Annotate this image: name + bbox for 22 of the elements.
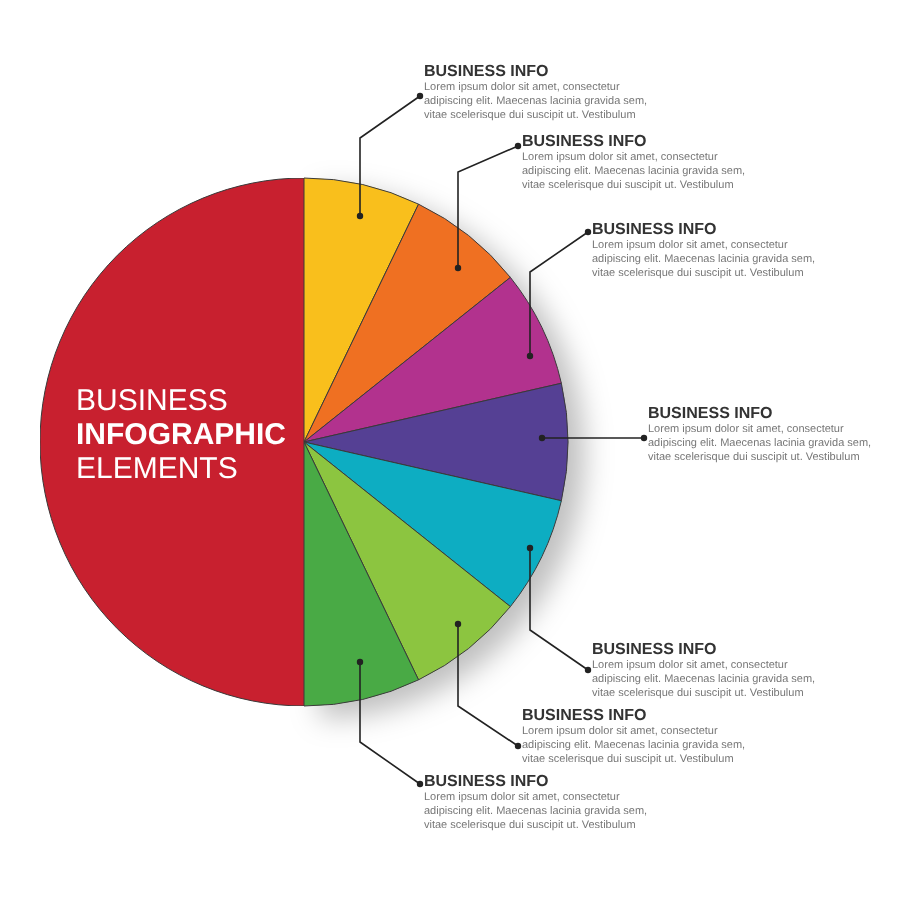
leader-line	[538, 434, 648, 442]
pie-wedge	[303, 382, 569, 502]
leader-line	[356, 92, 424, 220]
pie-wedge	[303, 276, 562, 443]
pie-title: BUSINESS INFOGRAPHIC ELEMENTS	[76, 384, 288, 486]
info-heading: BUSINESS INFO	[522, 706, 649, 724]
leader-line	[526, 544, 592, 674]
info-heading: BUSINESS INFO	[424, 772, 551, 790]
leader-line	[526, 228, 592, 360]
pie-wedge	[303, 441, 420, 707]
info-heading: BUSINESS INFO	[424, 62, 551, 80]
pie-wedge	[303, 441, 562, 608]
leader-line	[356, 658, 424, 788]
pie-wedge	[303, 203, 511, 443]
info-heading: BUSINESS INFO	[522, 132, 649, 150]
pie-wedge	[303, 177, 420, 443]
info-heading: BUSINESS INFO	[592, 640, 719, 658]
info-heading: BUSINESS INFO	[592, 220, 719, 238]
info-heading: BUSINESS INFO	[648, 404, 775, 422]
leader-line	[454, 142, 522, 272]
pie-wedge	[303, 441, 511, 681]
leader-line	[454, 620, 522, 750]
